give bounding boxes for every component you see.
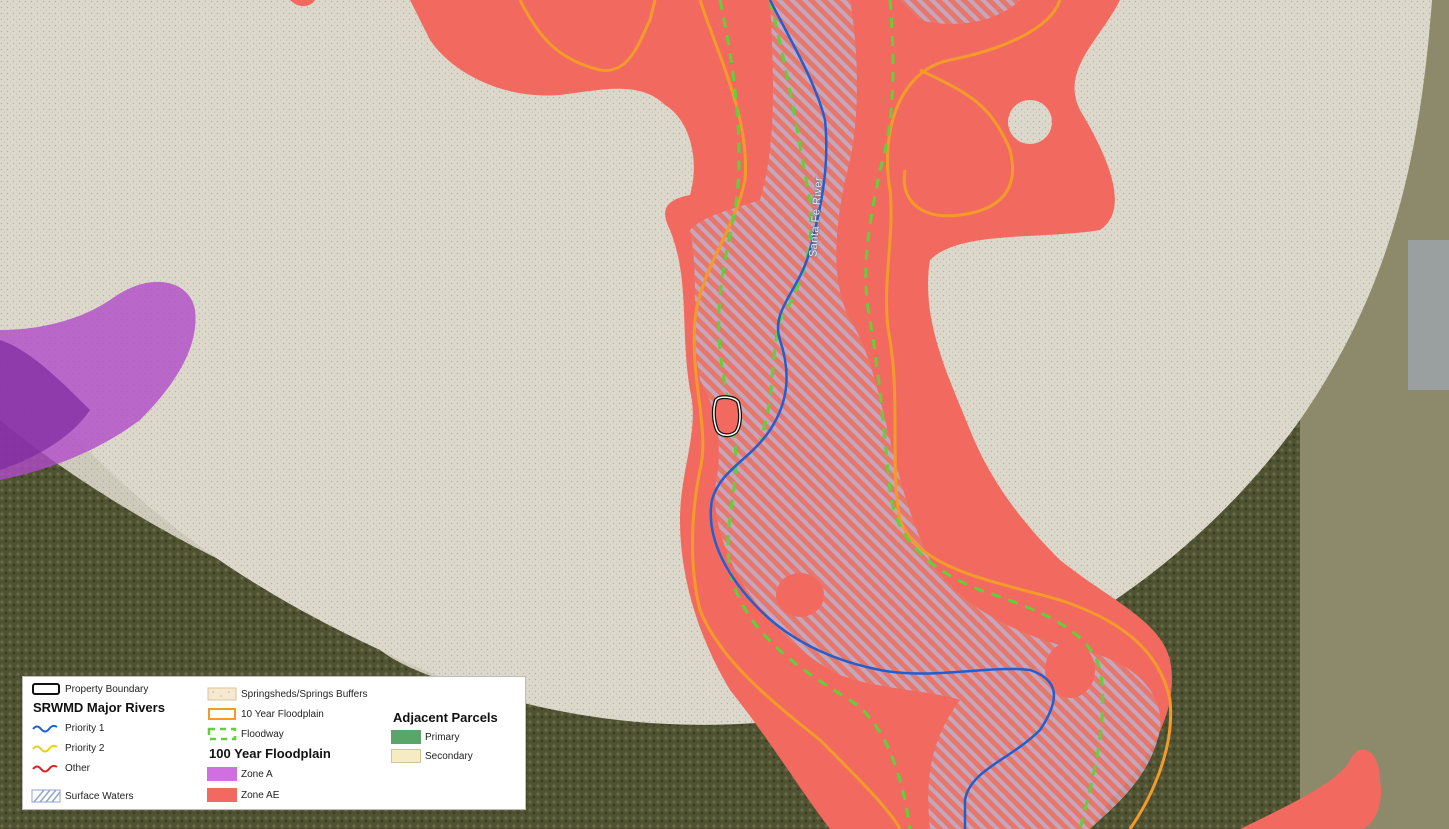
legend-label: 10 Year Floodplain	[241, 708, 324, 720]
legend-zone-ae: Zone AE	[207, 787, 279, 803]
legend-label: Priority 1	[65, 722, 105, 734]
surface-waters	[690, 0, 1161, 829]
legend-label: Floodway	[241, 728, 284, 740]
adjacent-parcels-title: Adjacent Parcels	[393, 710, 498, 725]
river-priority-1[interactable]	[709, 0, 1056, 829]
zone-ae-blob	[776, 573, 824, 617]
floodway-swatch	[207, 727, 237, 741]
legend-zone-a: Zone A	[207, 766, 273, 782]
property-boundary-swatch	[31, 682, 61, 696]
zone-ae-small	[1240, 749, 1381, 829]
legend-label: Property Boundary	[65, 683, 149, 695]
legend-secondary: Secondary	[391, 748, 473, 764]
legend-primary: Primary	[391, 729, 459, 745]
building-area	[1408, 240, 1449, 390]
legend-surface-waters: Surface Waters	[31, 788, 134, 804]
surface-waters-top	[900, 0, 1020, 24]
floodway-east	[864, 0, 1105, 829]
legend-label: Surface Waters	[65, 790, 134, 802]
surface-waters-swatch	[31, 789, 61, 803]
legend-floodplain-10: 10 Year Floodplain	[207, 706, 324, 722]
floodplain-100-title: 100 Year Floodplain	[209, 746, 331, 761]
floodway-west	[717, 0, 912, 829]
river-label-wrap: Santa Fe River	[790, 176, 830, 257]
legend-label: Secondary	[425, 750, 473, 762]
property-boundary-inner	[713, 396, 741, 436]
zone-ae-blob	[1045, 642, 1095, 698]
legend-label: Primary	[425, 731, 460, 743]
springsheds-swatch	[207, 687, 237, 701]
legend-floodway: Floodway	[207, 726, 284, 742]
legend-priority-2: Priority 2	[31, 740, 104, 756]
primary-swatch	[391, 730, 421, 744]
major-rivers-title: SRWMD Major Rivers	[33, 700, 165, 715]
zone-ae-top-left	[290, 0, 315, 7]
legend-label: Priority 2	[65, 742, 105, 754]
legend-property-boundary: Property Boundary	[31, 681, 148, 697]
legend-label: Springsheds/Springs Buffers	[241, 688, 368, 700]
secondary-swatch	[391, 749, 421, 763]
legend-springsheds: Springsheds/Springs Buffers	[207, 686, 368, 702]
property-boundary[interactable]	[711, 395, 743, 438]
legend-other: Other	[31, 760, 90, 776]
island	[1008, 100, 1052, 144]
priority-1-swatch	[31, 721, 61, 735]
legend-label: Zone A	[241, 768, 273, 780]
zone-a-dark	[0, 340, 90, 470]
floodplain-10-swatch	[207, 707, 237, 721]
other-swatch	[31, 761, 61, 775]
river-label: Santa Fe River	[807, 176, 825, 258]
priority-2-swatch	[31, 741, 61, 755]
legend-priority-1: Priority 1	[31, 720, 104, 736]
floodway-center	[758, 0, 813, 441]
zone-a-swatch	[207, 767, 237, 781]
legend-label: Zone AE	[241, 789, 280, 801]
floodplain-10yr-west	[691, 0, 902, 829]
floodplain-10yr-left	[518, 0, 657, 72]
legend-label: Other	[65, 762, 91, 774]
floodplain-10yr-bulge	[902, 68, 1015, 218]
zone-ae-swatch	[207, 788, 237, 802]
legend: Property Boundary SRWMD Major Rivers Pri…	[22, 676, 526, 810]
